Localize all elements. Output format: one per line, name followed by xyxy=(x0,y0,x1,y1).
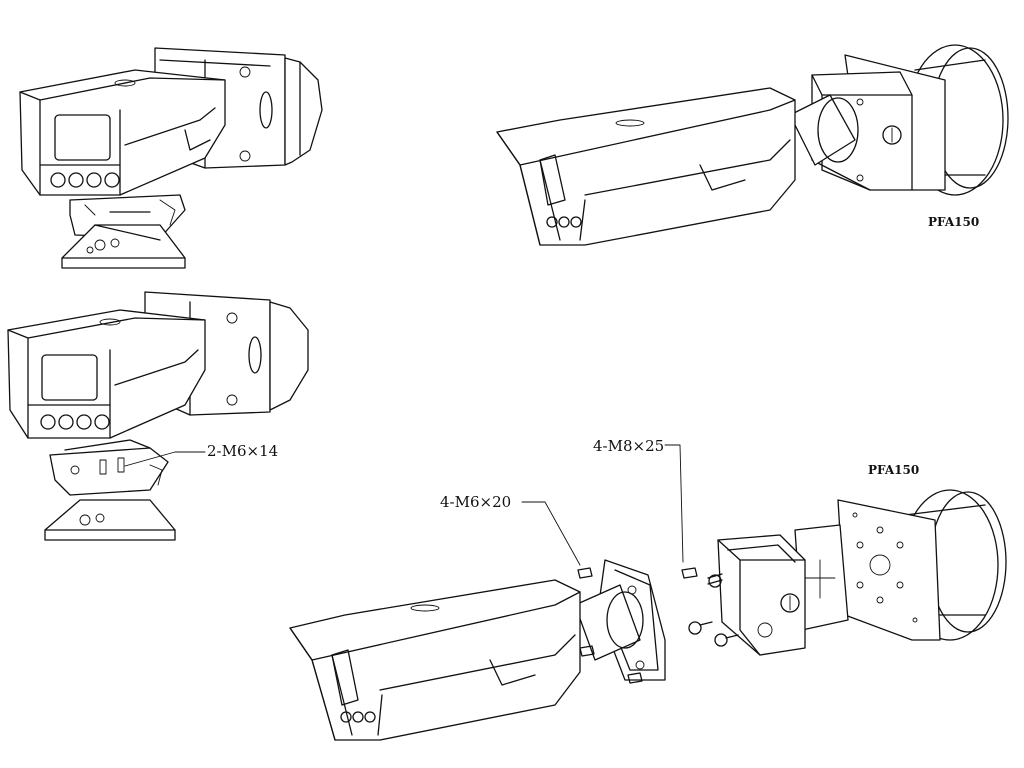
screw-label-m6x20: 4-M6×20 xyxy=(440,493,511,511)
screw-m6-group xyxy=(577,567,643,684)
camera-bracket-exploded xyxy=(7,291,309,541)
camera-pole-mount-assembled xyxy=(496,44,1009,246)
screw-label-m6x14: 2-M6×14 xyxy=(207,442,278,460)
camera-pole-mount-exploded xyxy=(289,444,1007,741)
camera-bracket-assembled xyxy=(19,47,323,269)
model-label-bottom: PFA150 xyxy=(868,463,919,477)
screw-m8-group xyxy=(681,567,739,647)
model-label-top: PFA150 xyxy=(928,215,979,229)
screw-label-m8x25: 4-M8×25 xyxy=(593,437,664,455)
